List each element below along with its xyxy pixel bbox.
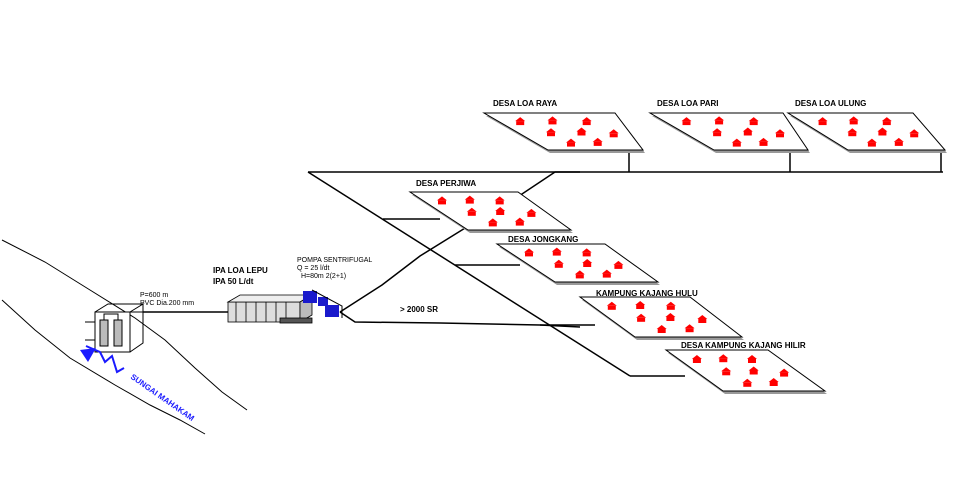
house-icon: [731, 138, 742, 147]
river-label: SUNGAI MAHAKAM: [129, 372, 196, 423]
house-icon: [551, 247, 562, 256]
river: [1, 239, 248, 435]
river-flow-arrow-icon: [80, 345, 125, 374]
house-icon: [742, 127, 753, 136]
house-icon: [718, 354, 729, 363]
village-perjiwa: DESA PERJIWA: [408, 179, 573, 233]
village-label: KAMPUNG KAJANG HULU: [596, 289, 698, 298]
house-icon: [514, 217, 525, 226]
village-plate: [482, 112, 645, 151]
house-icon: [515, 117, 526, 126]
village-loa-raya: DESA LOA RAYA: [482, 99, 645, 153]
treatment-plant: [226, 294, 314, 324]
house-icon: [466, 207, 477, 216]
pump-title: POMPA SENTRIFUGAL: [297, 257, 372, 264]
house-icon: [582, 259, 593, 267]
village-label: DESA LOA ULUNG: [795, 99, 866, 108]
service-connections-label: > 2000 SR: [400, 305, 438, 314]
house-icon: [606, 301, 617, 310]
house-icon: [721, 367, 732, 376]
house-icon: [613, 260, 624, 269]
house-icon: [581, 248, 592, 257]
house-icon: [691, 355, 702, 363]
house-icon: [665, 313, 676, 321]
village-label: DESA LOA PARI: [657, 99, 718, 108]
house-icon: [656, 325, 667, 333]
house-icon: [866, 138, 877, 147]
house-icon: [681, 117, 692, 126]
village-loa-pari: DESA LOA PARI: [648, 99, 810, 153]
house-icon: [581, 117, 592, 126]
house-icon: [881, 117, 892, 126]
house-icon: [636, 313, 647, 322]
house-icon: [566, 138, 576, 147]
pipe-spec-label: PVC Dia.200 mm: [140, 300, 194, 307]
village-plate: [664, 349, 827, 392]
house-icon: [817, 117, 828, 126]
house-icon: [747, 355, 757, 363]
house-icon: [742, 378, 753, 387]
river-bank-lower: [1, 299, 206, 435]
house-icon: [758, 137, 769, 146]
village-label: DESA KAMPUNG KAJANG HILIR: [681, 341, 806, 350]
village-plates: DESA LOA RAYA DESA LOA PARI DESA LOA ULUNG…: [408, 99, 947, 394]
house-icon: [576, 127, 587, 136]
village-plate: [648, 112, 809, 151]
house-icon: [495, 207, 506, 215]
house-icon: [574, 270, 585, 279]
house-icon: [712, 128, 723, 137]
house-icon: [697, 315, 708, 323]
plant-capacity: IPA 50 L/dt: [213, 277, 254, 286]
house-icon: [524, 248, 534, 257]
house-icon: [464, 195, 475, 204]
house-icon: [546, 128, 556, 137]
village-kajang-hulu: KAMPUNG KAJANG HULU: [578, 289, 744, 340]
house-icon: [775, 129, 785, 138]
pump-head: H=80m 2(2+1): [301, 273, 346, 280]
village-jongkang: DESA JONGKANG: [495, 235, 660, 285]
plant-name: IPA LOA LEPU: [213, 266, 268, 275]
house-icon: [608, 129, 619, 138]
house-icon: [877, 127, 888, 136]
village-plate: [495, 243, 660, 283]
village-loa-ulung: DESA LOA ULUNG: [786, 99, 947, 153]
house-icon: [601, 269, 612, 278]
house-icon: [748, 117, 759, 126]
pipe-length-label: P=600 m: [140, 292, 168, 299]
house-icon: [847, 128, 858, 137]
house-icon: [437, 196, 447, 205]
house-icon: [547, 116, 558, 125]
house-icon: [893, 137, 904, 146]
village-plate: [408, 191, 573, 231]
village-plate: [578, 296, 744, 338]
house-icon: [487, 218, 498, 227]
house-icon: [526, 208, 537, 217]
house-icon: [684, 324, 695, 333]
house-icon: [665, 301, 676, 310]
house-icon: [494, 196, 505, 205]
house-icon: [848, 116, 859, 125]
house-icon: [768, 378, 779, 386]
house-icon: [714, 116, 725, 125]
house-icon: [592, 137, 603, 146]
village-label: DESA PERJIWA: [416, 179, 476, 188]
village-kajang-hilir: DESA KAMPUNG KAJANG HILIR: [664, 341, 827, 394]
house-icon: [635, 301, 646, 309]
intake-structure: [85, 303, 210, 353]
house-icon: [553, 259, 564, 268]
village-label: DESA JONGKANG: [508, 235, 578, 244]
village-plate: [786, 112, 947, 151]
pump-flow: Q = 25 l/dt: [297, 265, 330, 272]
pipe-network: [143, 150, 943, 377]
river-bank-upper: [1, 239, 248, 411]
house-icon: [779, 368, 790, 377]
house-icon: [909, 129, 920, 138]
village-label: DESA LOA RAYA: [493, 99, 557, 108]
house-icon: [748, 366, 759, 375]
